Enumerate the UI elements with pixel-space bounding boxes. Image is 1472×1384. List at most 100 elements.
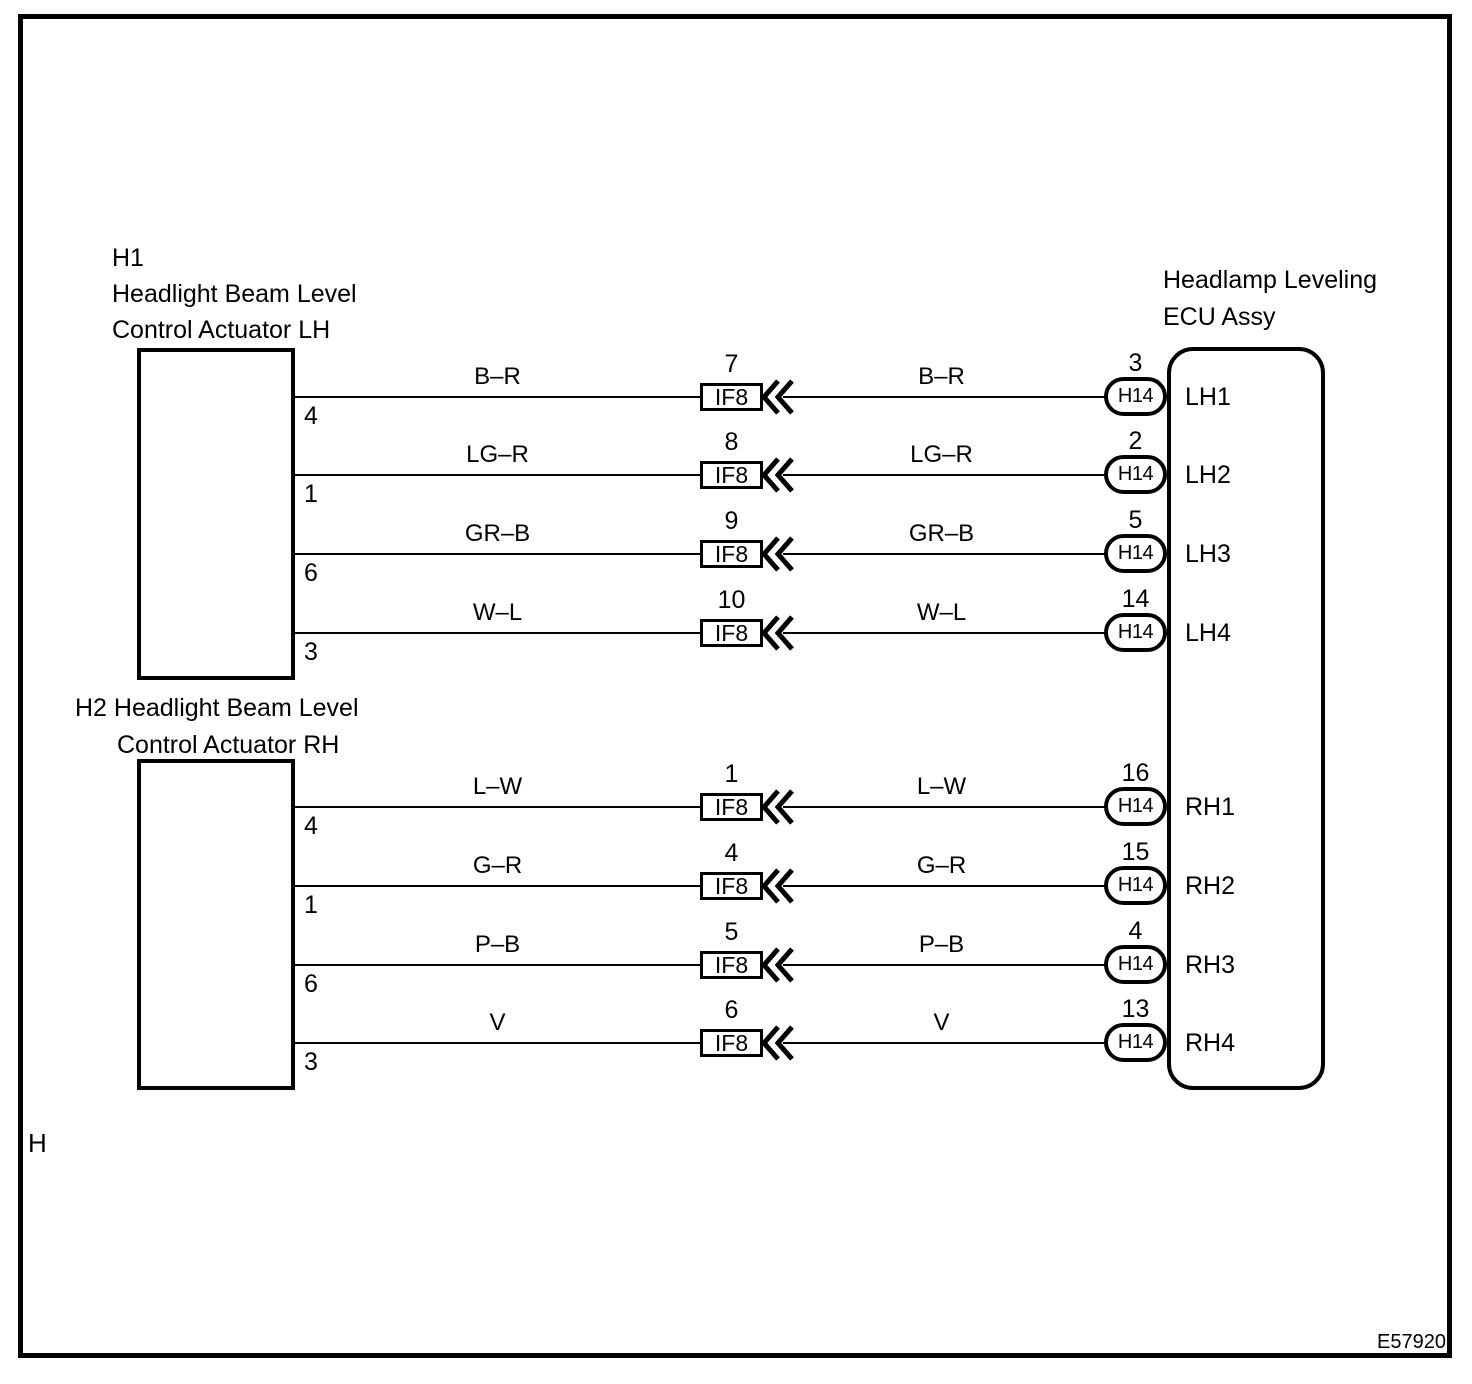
wire-color-label-left: L–W — [472, 773, 523, 800]
wire-segment-left — [295, 396, 700, 398]
h14-pin-number: 4 — [1128, 917, 1143, 945]
wire-color-label-left: V — [489, 1009, 506, 1036]
arrow-chevron-icon — [761, 615, 794, 651]
h14-connector-oval: H14 — [1104, 455, 1167, 494]
actuator-lh-name-line1: Headlight Beam Level — [112, 280, 357, 308]
if8-pin-number: 5 — [724, 918, 739, 946]
ecu-box — [1167, 347, 1325, 1090]
ecu-pin-label: RH3 — [1185, 951, 1236, 979]
ecu-pin-label: LH2 — [1185, 461, 1231, 489]
h14-connector-oval: H14 — [1104, 377, 1167, 416]
wire-color-label-left: GR–B — [464, 520, 531, 547]
ecu-pin-label: LH4 — [1185, 619, 1231, 647]
ecu-pin-label: LH3 — [1185, 540, 1231, 568]
h14-connector-oval: H14 — [1104, 534, 1167, 573]
wire-segment-right — [783, 396, 1105, 398]
wire-color-label-left: LG–R — [466, 441, 529, 468]
wire-segment-right — [783, 474, 1105, 476]
actuator-pin-number: 3 — [304, 638, 318, 666]
ecu-pin-label: RH4 — [1185, 1029, 1236, 1057]
wire-color-label-right: L–W — [916, 773, 967, 800]
if8-connector-box: IF8 — [700, 951, 763, 979]
actuator-pin-number: 6 — [304, 559, 318, 587]
arrow-chevron-icon — [761, 947, 794, 983]
arrow-chevron-icon — [761, 457, 794, 493]
actuator-pin-number: 1 — [304, 480, 318, 508]
wire-segment-left — [295, 806, 700, 808]
wire-color-label-left: W–L — [472, 599, 523, 626]
arrow-chevron-icon — [761, 789, 794, 825]
arrow-chevron-icon — [761, 1025, 794, 1061]
wire-color-label-left: P–B — [474, 931, 521, 958]
wire-segment-right — [783, 1042, 1105, 1044]
actuator-rh-box — [137, 759, 295, 1090]
h14-pin-number: 13 — [1121, 995, 1150, 1023]
actuator-pin-number: 1 — [304, 891, 318, 919]
actuator-rh-name-line1: H2 Headlight Beam Level — [75, 694, 359, 722]
if8-pin-number: 10 — [717, 586, 746, 614]
if8-pin-number: 9 — [724, 507, 739, 535]
if8-pin-number: 6 — [724, 996, 739, 1024]
wire-color-label-right: LG–R — [910, 441, 973, 468]
figure-code: E57920 — [1377, 1331, 1446, 1353]
wire-segment-right — [783, 964, 1105, 966]
wire-color-label-right: V — [933, 1009, 950, 1036]
ecu-label: Headlamp Leveling ECU Assy — [1163, 262, 1377, 336]
wire-segment-left — [295, 553, 700, 555]
actuator-lh-box — [137, 348, 295, 680]
wire-segment-left — [295, 964, 700, 966]
if8-connector-box: IF8 — [700, 540, 763, 568]
wire-color-label-right: G–R — [916, 852, 967, 879]
wire-segment-right — [783, 806, 1105, 808]
wire-segment-right — [783, 632, 1105, 634]
h14-connector-oval: H14 — [1104, 945, 1167, 984]
h14-connector-oval: H14 — [1104, 787, 1167, 826]
if8-connector-box: IF8 — [700, 619, 763, 647]
ecu-name-line2: ECU Assy — [1163, 303, 1276, 331]
arrow-chevron-icon — [761, 868, 794, 904]
ecu-pin-label: LH1 — [1185, 383, 1231, 411]
ecu-pin-label: RH2 — [1185, 872, 1236, 900]
wire-segment-left — [295, 885, 700, 887]
wire-segment-left — [295, 474, 700, 476]
if8-pin-number: 4 — [724, 839, 739, 867]
actuator-lh-label: H1 Headlight Beam Level Control Actuator… — [112, 240, 357, 348]
ecu-pin-label: RH1 — [1185, 793, 1236, 821]
actuator-pin-number: 4 — [304, 812, 318, 840]
h14-pin-number: 5 — [1128, 506, 1143, 534]
if8-pin-number: 7 — [724, 350, 739, 378]
if8-pin-number: 8 — [724, 428, 739, 456]
wire-color-label-right: W–L — [916, 599, 967, 626]
wire-color-label-left: B–R — [474, 363, 521, 390]
h14-connector-oval: H14 — [1104, 613, 1167, 652]
actuator-rh-name-line2: Control Actuator RH — [117, 731, 340, 759]
arrow-chevron-icon — [761, 379, 794, 415]
wire-segment-right — [783, 553, 1105, 555]
h14-pin-number: 14 — [1121, 585, 1150, 613]
h14-connector-oval: H14 — [1104, 866, 1167, 905]
if8-pin-number: 1 — [724, 760, 739, 788]
actuator-rh-label: H2 Headlight Beam Level Control Actuator… — [75, 690, 359, 764]
h14-pin-number: 3 — [1128, 349, 1143, 377]
h14-pin-number: 16 — [1121, 759, 1150, 787]
if8-connector-box: IF8 — [700, 1029, 763, 1057]
actuator-pin-number: 3 — [304, 1048, 318, 1076]
if8-connector-box: IF8 — [700, 383, 763, 411]
wire-color-label-right: P–B — [918, 931, 965, 958]
wire-segment-left — [295, 632, 700, 634]
page-letter: H — [28, 1128, 47, 1158]
if8-connector-box: IF8 — [700, 872, 763, 900]
wire-color-label-left: G–R — [472, 852, 523, 879]
arrow-chevron-icon — [761, 536, 794, 572]
actuator-pin-number: 4 — [304, 402, 318, 430]
actuator-lh-id: H1 — [112, 244, 144, 272]
actuator-pin-number: 6 — [304, 970, 318, 998]
h14-connector-oval: H14 — [1104, 1023, 1167, 1062]
h14-pin-number: 2 — [1128, 427, 1143, 455]
wire-color-label-right: GR–B — [908, 520, 975, 547]
if8-connector-box: IF8 — [700, 461, 763, 489]
if8-connector-box: IF8 — [700, 793, 763, 821]
wire-segment-right — [783, 885, 1105, 887]
actuator-lh-name-line2: Control Actuator LH — [112, 316, 331, 344]
